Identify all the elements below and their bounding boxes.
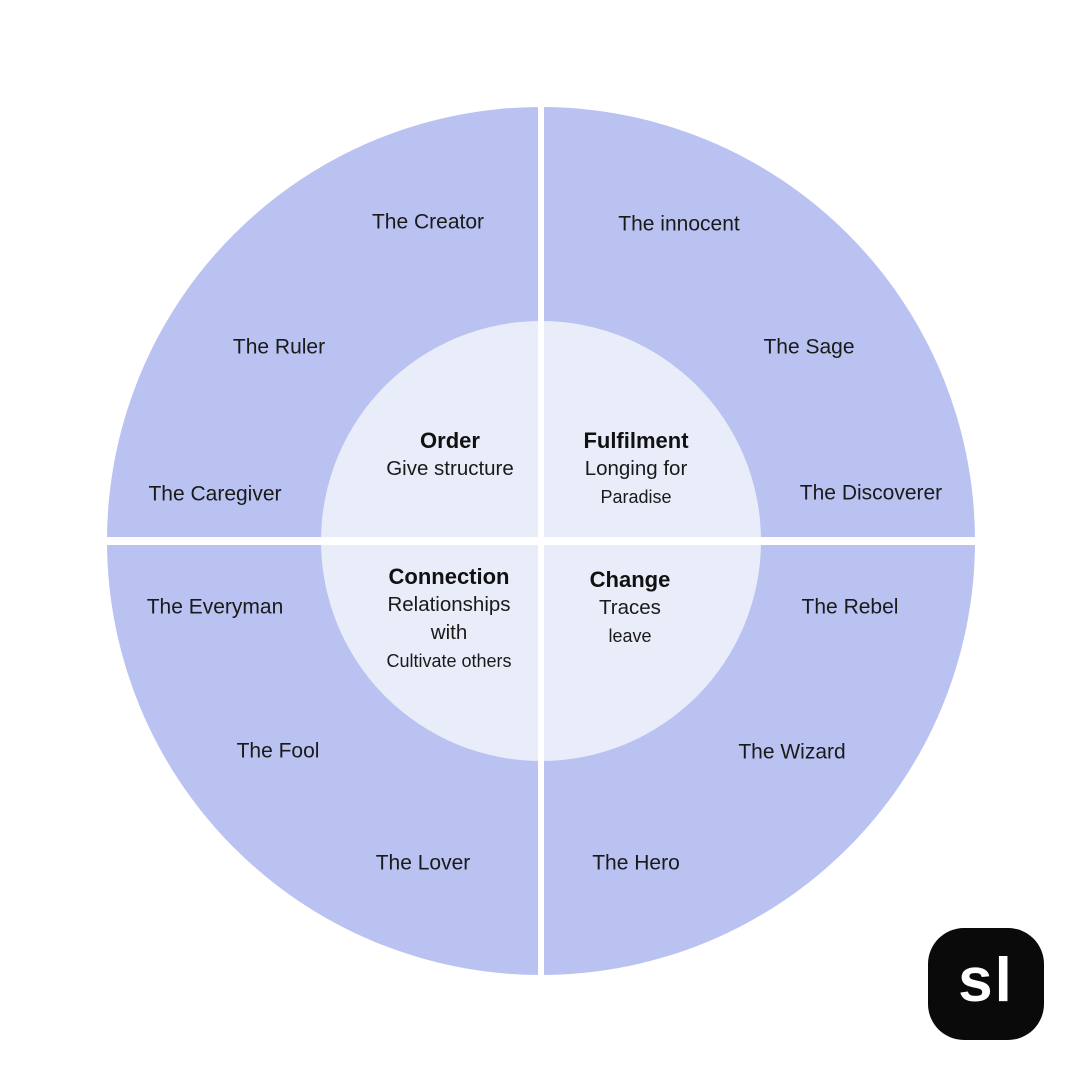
quadrant-change-title: Change (589, 567, 671, 592)
archetype-label-innocent: The innocent (618, 212, 740, 236)
quadrant-change-subtitle: Traces (599, 596, 661, 619)
quadrant-fulfilment: Fulfilment Longing for Paradise (583, 426, 688, 511)
archetype-wheel: The Creator The innocent The Ruler The S… (107, 107, 975, 975)
brand-logo: sl (928, 928, 1044, 1040)
archetype-label-creator: The Creator (371, 210, 485, 234)
archetype-label-hero: The Hero (592, 851, 680, 875)
quadrant-change-subtitle-2: leave (608, 626, 652, 646)
quadrant-order: Order Give structure (386, 426, 514, 483)
archetype-label-lover: The Lover (375, 851, 471, 875)
quadrant-connection: Connection Relationships with Cultivate … (386, 562, 511, 675)
brand-logo-text: sl (958, 946, 1014, 1015)
archetype-label-everyman: The Everyman (146, 595, 284, 619)
quadrant-connection-subtitle-3: Cultivate others (386, 651, 512, 671)
archetype-label-fool: The Fool (236, 739, 320, 763)
quadrant-fulfilment-subtitle-2: Paradise (600, 487, 672, 507)
quadrant-fulfilment-subtitle: Longing for (584, 457, 688, 480)
quadrant-fulfilment-title: Fulfilment (583, 428, 689, 453)
archetype-label-sage: The Sage (763, 335, 855, 359)
archetype-label-ruler: The Ruler (232, 335, 326, 359)
quadrant-change: Change Traces leave (590, 565, 671, 650)
archetype-label-discoverer: The Discoverer (799, 481, 943, 505)
vertical-divider (538, 107, 544, 975)
quadrant-order-subtitle: Give structure (386, 457, 514, 480)
archetype-label-caregiver: The Caregiver (148, 482, 282, 506)
quadrant-connection-subtitle-2: with (430, 621, 468, 644)
quadrant-connection-title: Connection (388, 564, 510, 589)
archetype-label-wizard: The Wizard (738, 740, 846, 764)
archetype-label-rebel: The Rebel (801, 595, 899, 619)
quadrant-order-title: Order (420, 428, 480, 453)
quadrant-connection-subtitle: Relationships (387, 593, 511, 616)
